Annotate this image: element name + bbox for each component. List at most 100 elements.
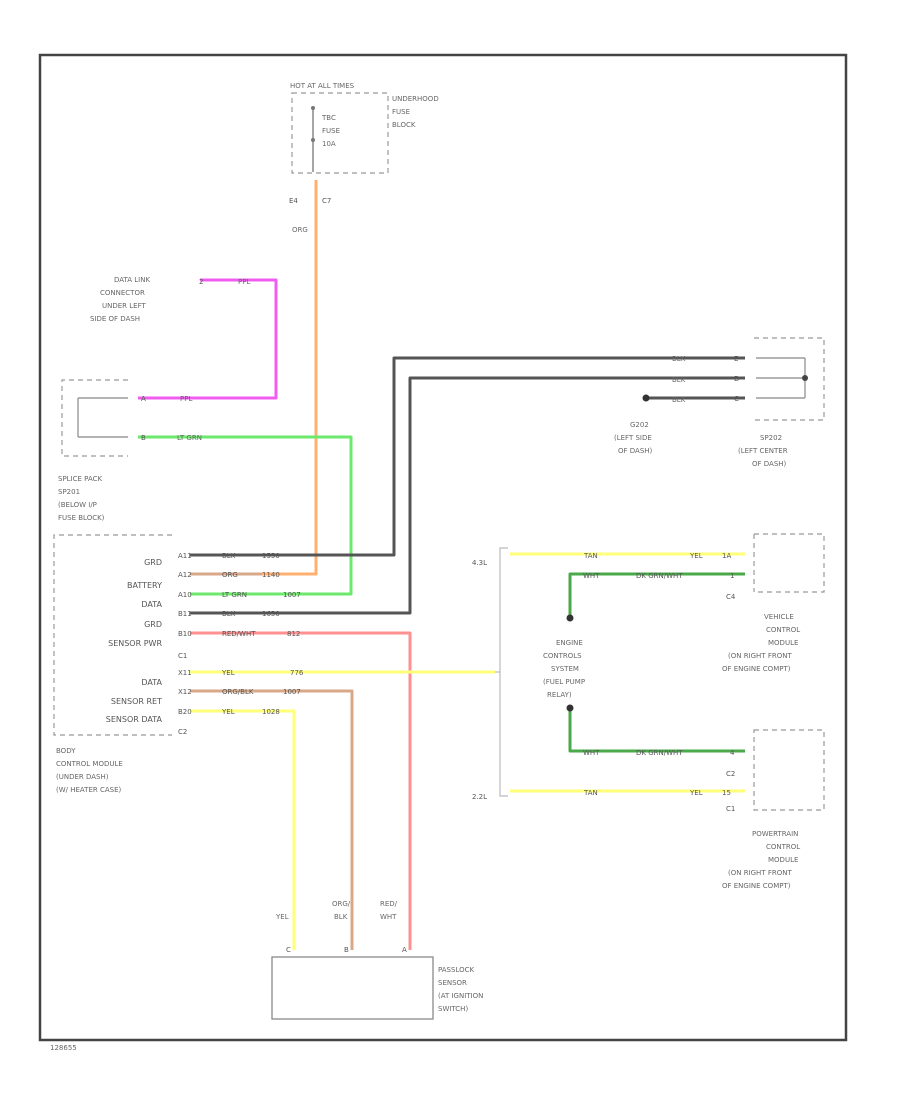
wire-lt-green-data [138,435,353,596]
powertrain-control-module: C2 C1 POWERTRAIN CONTROL MODULE (ON RIGH… [722,729,825,890]
vehicle-control-module: C4 VEHICLE CONTROL MODULE (ON RIGHT FRON… [722,533,825,673]
bcm-row-wire-4: RED/WHT [222,630,256,638]
splice-pack-sp201: A B PPL LT GRN SPLICE PACK SP201 (BELOW … [58,379,202,522]
fuse-line-3: 10A [322,140,336,148]
sensor-line-1: PASSLOCK [438,966,474,974]
sensor-line-4: SWITCH) [438,1005,468,1013]
wire-pink-data-link [138,278,278,400]
fuse-block-name-2: FUSE [392,108,410,116]
g202-line-2: (LEFT SIDE [614,434,652,442]
diagram-code: 128655 [50,1044,77,1052]
engine-wire-mid-b: DK GRN/WHT [636,572,683,580]
bcm-line-1: BODY [56,747,76,755]
bcm-row-code-5: 776 [290,669,304,677]
sensor-wire-mid-2: BLK [334,913,348,921]
bcm-row-code-4: 812 [287,630,300,638]
sp201-pin-b: B [141,434,146,442]
pcm-line-4: (ON RIGHT FRONT [728,869,792,877]
sp201-outline [61,379,128,457]
fuse-line-1: TBC [321,114,336,122]
sensor-line-3: (AT IGNITION [438,992,483,1000]
bcm-row-pin-4: B10 [178,630,192,638]
bcm-label-data-1: DATA [141,600,162,609]
bcm-row-code-6: 1007 [283,688,301,696]
pcm-line-3: MODULE [768,856,798,864]
bcm-row-pin-0: A11 [178,552,192,560]
sensor-wire-mid-1: ORG/ [332,900,351,908]
bcm-row-pin-7: B20 [178,708,192,716]
bcm-row-wire-5: YEL [221,669,235,677]
bcm-row-code-2: 1007 [283,591,301,599]
wire-dk-green-pcm [568,708,745,753]
diagram-frame [38,53,848,1042]
bcm-row-code-1: 1140 [262,571,280,579]
sp202-splice-point [802,375,808,381]
ground-g202-point [642,394,650,402]
vcm-line-3: MODULE [768,639,798,647]
bcm-row-code-3: 1650 [262,610,280,618]
sp202-pin-e: E [734,355,738,363]
pcm-line-5: OF ENGINE COMPT) [722,882,791,890]
data-link-line-3: UNDER LEFT [102,302,146,310]
bcm-connector-c2: C2 [178,728,187,736]
engine-wire-top-a: TAN [583,552,598,560]
bcm-row-pin-3: B11 [178,610,192,618]
bcm-row-wire-6: ORG/BLK [222,688,254,696]
sp202-line-2: (LEFT CENTER [738,447,788,455]
engine-line-1: ENGINE [556,639,583,647]
fuse-block-name-1: UNDERHOOD [392,95,439,103]
bcm-label-sensor-pwr: SENSOR PWR [108,639,162,648]
sensor-wire-left: YEL [275,913,289,921]
data-link-line-1: DATA LINK [114,276,150,284]
sp202-line-1: SP202 [760,434,782,442]
bcm-line-3: (UNDER DASH) [56,773,109,781]
engine-splice-top [566,614,574,622]
sensor-pin-b: B [344,946,349,954]
engine-wire-bot-b: YEL [689,789,703,797]
sensor-wire-right-2: WHT [380,913,397,921]
engine-pin-top: 1A [722,552,731,560]
bcm-row-code-7: 1028 [262,708,280,716]
bcm-connector-c1: C1 [178,652,187,660]
sp201-wire-a: PPL [180,395,192,403]
pcm-line-2: CONTROL [766,843,800,851]
pcm-connector-c2: C2 [726,770,735,778]
passlock-sensor: YEL ORG/ BLK RED/ WHT C B A PASSLOCK SEN… [271,900,483,1020]
fuse-block-outline [291,92,389,174]
fuse-wire-color: ORG [292,226,308,234]
vcm-line-4: (ON RIGHT FRONT [728,652,792,660]
sensor-outline [271,956,434,1020]
g202-line-1: G202 [630,421,649,429]
data-link-line-4: SIDE OF DASH [90,315,140,323]
underhood-fuse-block: HOT AT ALL TIMES TBC FUSE 10A UNDERHOOD … [289,82,439,234]
wire-red-sensor-power [190,631,412,950]
engine-pin-bot: 15 [722,789,731,797]
bcm-label-grd-1: GRD [144,558,162,567]
engine-line-5: RELAY) [547,691,572,699]
pcm-outline [753,729,825,811]
vcm-line-1: VEHICLE [764,613,794,621]
wire-orange-battery [262,180,318,576]
engine-wire-low-a: WHT [583,749,600,757]
fuse-pin-e4: E4 [289,197,298,205]
bcm-label-sensor-data: SENSOR DATA [106,715,163,724]
g202-wire-1: BLK [672,376,686,384]
pcm-connector-c1: C1 [726,805,735,813]
bcm-row-pin-5: X11 [178,669,192,677]
engine-splice-bottom [566,704,574,712]
bcm-row-wire-1: ORG [222,571,238,579]
wire-blk-ground-2 [190,376,745,615]
bcm-outline [53,534,172,736]
fuse-pin-c7: C7 [322,197,331,205]
bcm-row-pin-6: X12 [178,688,192,696]
wire-yellow-sensor-data [190,709,296,950]
fuse-terminal-bottom [311,138,315,142]
sensor-wire-right-1: RED/ [380,900,398,908]
sp202-pin-c: C [734,395,739,403]
sp201-line-2: SP201 [58,488,80,496]
engine-line-4: (FUEL PUMP [543,678,585,686]
data-link-pin: 2 [199,278,203,286]
engine-controls-system: 4.3L 2.2L TAN YEL 1A WHT DK GRN/WHT 1 WH… [472,547,735,801]
wire-tan-sensor-return [190,689,354,950]
bcm-row-wire-0: BLK [222,552,236,560]
